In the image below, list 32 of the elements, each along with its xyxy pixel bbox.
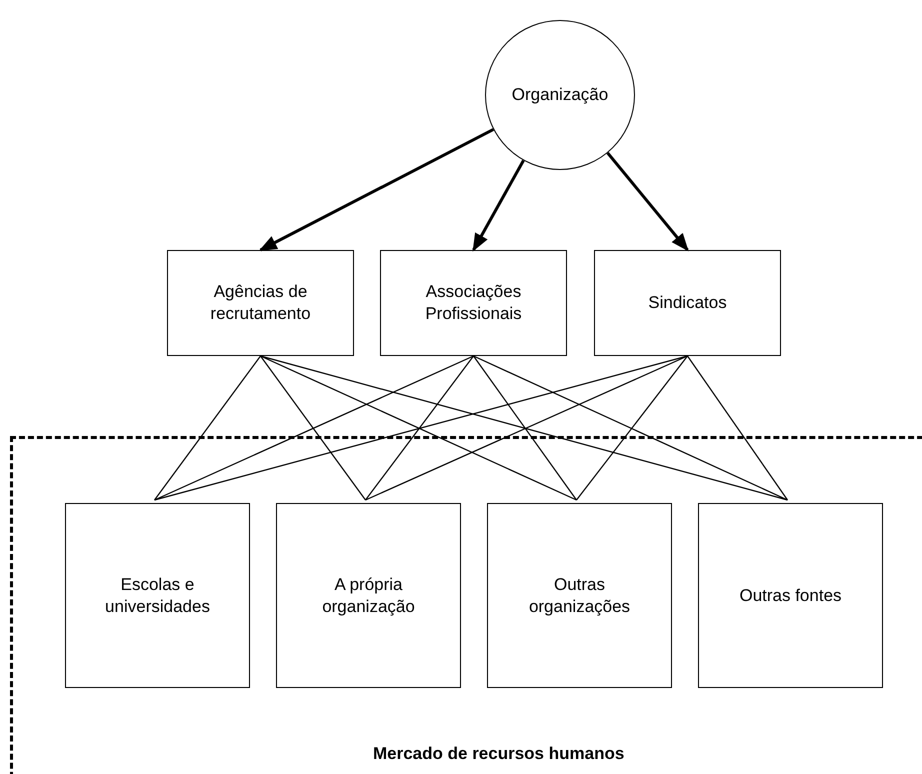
source-box [698, 503, 883, 688]
node-label: Sindicatos [648, 292, 727, 314]
region-title: Mercado de recursos humanos [373, 743, 624, 765]
connector-line [260, 356, 366, 500]
connector-line [154, 355, 688, 501]
connector-line [365, 356, 474, 500]
arrow [258, 128, 494, 252]
connector-line [260, 355, 577, 501]
node-label: A própria organização [321, 574, 416, 618]
source-box [380, 250, 567, 356]
connector-line [365, 355, 688, 501]
node-label: Escolas e universidades [104, 574, 211, 618]
connector-line [154, 356, 261, 500]
connector-line [473, 356, 577, 500]
source-box [167, 250, 354, 356]
connector-line [154, 355, 474, 501]
source-box [276, 503, 461, 688]
arrow [472, 160, 525, 252]
connector-line [260, 355, 788, 501]
connector-line [687, 356, 788, 500]
source-box [594, 250, 781, 356]
source-box [487, 503, 672, 688]
arrow [606, 152, 689, 252]
source-box [65, 503, 250, 688]
market-region [10, 436, 922, 774]
node-label: Organização [512, 84, 608, 106]
node-label: Associações Profissionais [424, 281, 523, 325]
node-label: Outras organizações [528, 574, 632, 618]
connector-line [576, 356, 688, 500]
node-label: Outras fontes [739, 584, 842, 606]
node-label: Agências de recrutamento [209, 281, 312, 325]
connector-line [473, 355, 788, 501]
